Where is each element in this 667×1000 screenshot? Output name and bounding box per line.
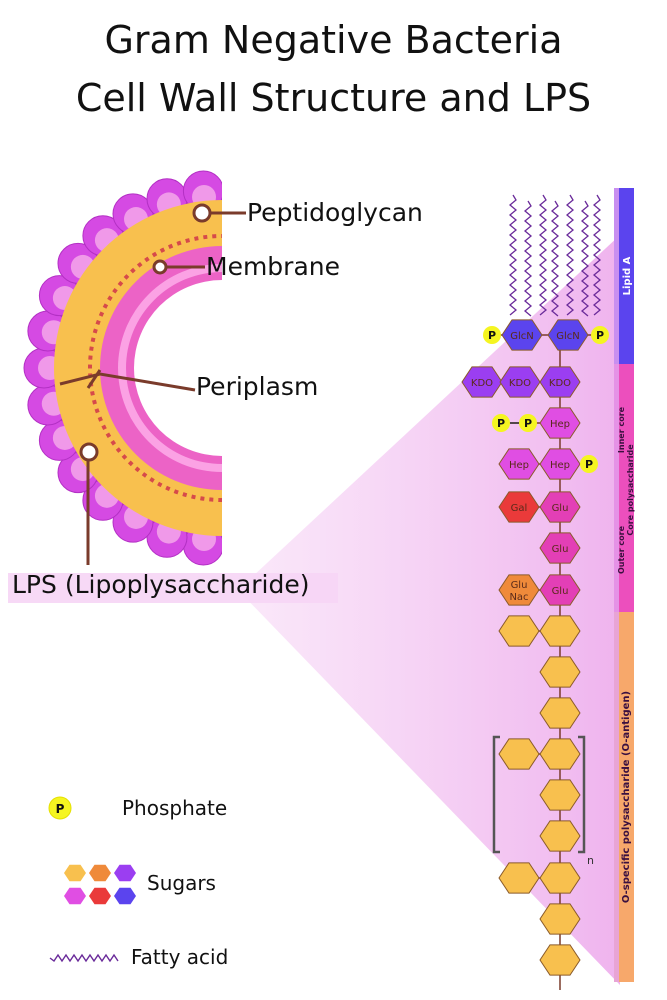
fatty-acid-chain: [565, 194, 575, 316]
o-antigen-sugar-5: [539, 779, 581, 811]
legend-sugar-hex: [114, 887, 136, 905]
peptidoglycan-marker: [192, 203, 212, 223]
kdo-1-label: KDO: [471, 378, 493, 389]
hep-1-label: Hep: [550, 419, 570, 430]
hep-3: Hep: [539, 448, 581, 480]
glcn-right: GlcN: [547, 319, 589, 351]
glu-3: Glu: [539, 574, 581, 606]
kdo-2-label: KDO: [509, 378, 531, 389]
glu-2-label: Glu: [552, 544, 569, 555]
periplasm-dotted-line: [88, 234, 222, 502]
title-line-2: Cell Wall Structure and LPS: [75, 76, 592, 120]
o-antigen-sugar-2: [539, 656, 581, 688]
membrane-label: Membrane: [206, 252, 340, 281]
title-line-1: Gram Negative Bacteria: [104, 18, 563, 62]
fatty-acid-chain: [580, 200, 590, 317]
o-antigen-sugar-7: [539, 862, 581, 894]
lipid-a-label: Lipid A: [622, 256, 633, 295]
peptidoglycan-label: Peptidoglycan: [247, 198, 423, 227]
fatty-acid-chain: [538, 194, 548, 316]
o-antigen-sugar-1: [539, 615, 581, 647]
legend-sugar-hex: [89, 864, 111, 882]
glunac-label: Glu: [511, 580, 528, 591]
membrane-marker: [152, 259, 168, 275]
legend-fatty-acid-label: Fatty acid: [131, 945, 229, 969]
glu-1-label: Glu: [552, 503, 569, 514]
o-antigen-sugar-9: [539, 944, 581, 976]
side-bar-edge: [614, 188, 619, 982]
glcn-right-label: GlcN: [556, 331, 580, 342]
phosphate-glcn-left: P: [483, 326, 501, 344]
legend-phosphate-symbol: P: [56, 802, 65, 816]
legend-sugar-hex: [64, 864, 86, 882]
glunac-label-2: Nac: [509, 592, 528, 603]
phosphate-hep-2-label: P: [524, 417, 532, 430]
pointer-lines: [59, 211, 246, 565]
inner-core-label: Inner core: [617, 406, 626, 453]
kdo-3: KDO: [539, 366, 581, 398]
phosphate-hep-2: P: [519, 414, 537, 432]
fatty-acid-chain: [592, 194, 602, 316]
legend-sugars-icons: [64, 864, 136, 905]
repeat-n-label: n: [587, 854, 594, 867]
o-antigen-label: O-specific polysaccharide (O-antigen): [621, 691, 632, 903]
glu-3-label: Glu: [552, 586, 569, 597]
fatty-acid-chain: [508, 194, 518, 316]
legend-sugar-hex: [114, 864, 136, 882]
hep-2-label: Hep: [509, 460, 529, 471]
o-antigen-sugar-4: [539, 738, 581, 770]
o-antigen-sugar-side-2: [498, 738, 540, 770]
kdo-2: KDO: [499, 366, 541, 398]
legend-phosphate-icon: [48, 796, 72, 820]
repeat-brackets: [492, 735, 586, 854]
lps-label: LPS (Lipoplysaccharide): [12, 570, 310, 599]
o-antigen-sugar-6: [539, 820, 581, 852]
legend-sugars-label: Sugars: [147, 871, 216, 895]
phosphate-hep-3-label: P: [585, 458, 593, 471]
phosphate-glcn-right-label: P: [596, 329, 604, 342]
periplasm-label: Periplasm: [196, 372, 319, 401]
legend-sugar-hex: [64, 887, 86, 905]
cytoplasm: [134, 280, 222, 456]
fatty-acid-chains: [508, 194, 602, 317]
legend-sugar-hex: [89, 887, 111, 905]
kdo-3-label: KDO: [549, 378, 571, 389]
glcn-left: GlcN: [501, 319, 543, 351]
glcn-left-label: GlcN: [510, 331, 534, 342]
legend-fatty-acid-icon: [49, 953, 119, 963]
periplasm-pointer-b: [86, 369, 102, 389]
phosphate-glcn-left-label: P: [488, 329, 496, 342]
fatty-acid-chain: [523, 200, 533, 317]
phosphate-hep-3: P: [580, 455, 598, 473]
kdo-1: KDO: [461, 366, 503, 398]
o-antigen-sugar-8: [539, 903, 581, 935]
hep-2: Hep: [498, 448, 540, 480]
phosphate-hep-1-label: P: [497, 417, 505, 430]
phosphate-glcn-right: P: [591, 326, 609, 344]
phosphate-hep-1: P: [492, 414, 510, 432]
o-antigen-sugar-side-1: [498, 615, 540, 647]
bracket-left: [492, 735, 500, 854]
outer-core-label: Outer core: [617, 525, 626, 574]
o-antigen-sugar-3: [539, 697, 581, 729]
gal: Gal: [498, 491, 540, 523]
lps-marker: [79, 442, 99, 462]
legend-phosphate-label: Phosphate: [122, 796, 228, 820]
periplasm-pointer-a: [59, 372, 196, 392]
hep-3-label: Hep: [550, 460, 570, 471]
bracket-right: [578, 735, 586, 854]
hep-1: Hep: [539, 407, 581, 439]
core-polysaccharide-label: Core polysaccharide: [626, 444, 635, 536]
lps-label-highlight: [8, 573, 338, 603]
gal-label: Gal: [511, 503, 528, 514]
o-antigen-sugar-side-3: [498, 862, 540, 894]
glu-2: Glu: [539, 532, 581, 564]
glu-1: Glu: [539, 491, 581, 523]
fatty-acid-chain: [550, 200, 560, 317]
